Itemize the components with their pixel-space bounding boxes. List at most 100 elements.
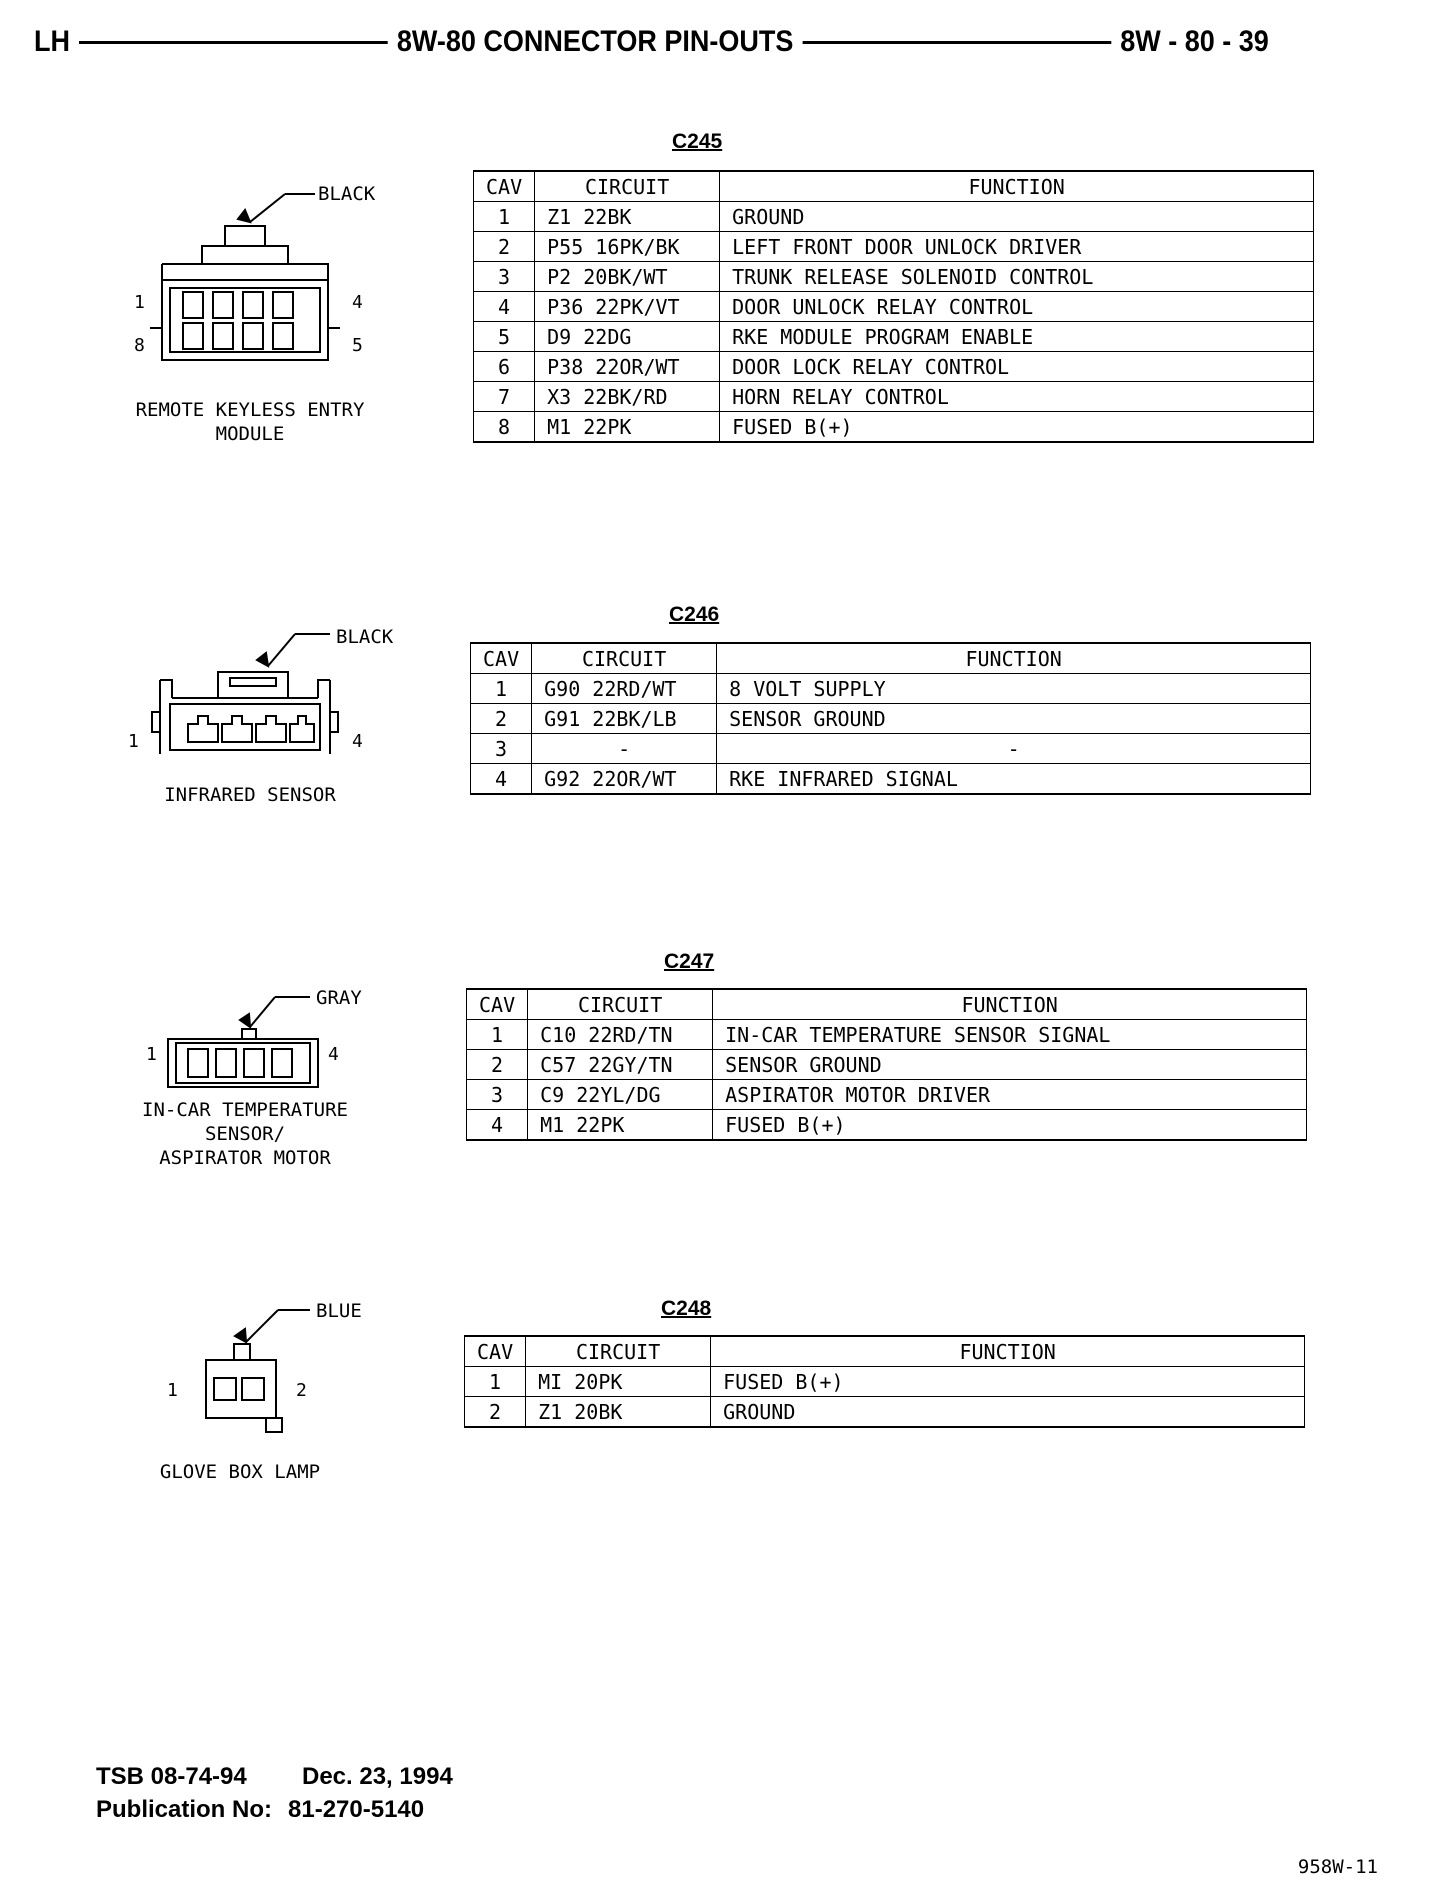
cav-cell: 3: [469, 733, 533, 764]
function-cell: TRUNK RELEASE SOLENOID CONTROL: [719, 261, 1315, 292]
tsb-date: Dec. 23, 1994: [302, 1763, 453, 1790]
connector-color-label: GRAY: [316, 987, 362, 1009]
connector-name: IN-CAR TEMPERATURE SENSOR/ ASPIRATOR MOT…: [142, 1099, 348, 1169]
cav-cell: 2: [463, 1396, 527, 1428]
column-header-circuit: CIRCUIT: [525, 1335, 712, 1367]
function-cell: RKE INFRARED SIGNAL: [716, 763, 1312, 795]
function-cell: FUSED B(+): [710, 1366, 1306, 1397]
cav-cell: 8: [472, 411, 536, 443]
function-cell: SENSOR GROUND: [712, 1049, 1308, 1080]
publication-label: Publication No:: [96, 1796, 272, 1823]
connector-diagram-c245: [150, 193, 340, 361]
cav-cell: 6: [472, 351, 536, 382]
circuit-cell: C10 22RD/TN: [527, 1019, 714, 1050]
tsb-number: TSB 08-74-94: [96, 1763, 247, 1790]
column-header-function: FUNCTION: [712, 988, 1308, 1020]
column-header-cav: CAV: [463, 1335, 527, 1367]
column-header-function: FUNCTION: [710, 1335, 1306, 1367]
column-header-circuit: CIRCUIT: [531, 642, 718, 674]
cav-cell: 4: [469, 763, 533, 795]
cav-cell: 4: [472, 291, 536, 322]
cav-cell: 2: [472, 231, 536, 262]
connector-name: GLOVE BOX LAMP: [159, 1461, 321, 1483]
pin-label: 8: [134, 335, 145, 356]
cav-cell: 2: [469, 703, 533, 734]
page-header: LH 8W-80 CONNECTOR PIN-OUTS 8W - 80 - 39: [34, 22, 1269, 62]
function-cell: LEFT FRONT DOOR UNLOCK DRIVER: [719, 231, 1315, 262]
connector-title: C246: [669, 603, 720, 626]
connector-title: C245: [672, 130, 723, 153]
circuit-cell: P36 22PK/VT: [534, 291, 721, 322]
connector-title: C248: [661, 1297, 712, 1320]
circuit-cell: P38 22OR/WT: [534, 351, 721, 382]
pin-label: 5: [352, 335, 363, 356]
circuit-cell: D9 22DG: [534, 321, 721, 352]
function-cell: -: [716, 733, 1312, 764]
cav-cell: 1: [472, 201, 536, 232]
function-cell: 8 VOLT SUPPLY: [716, 673, 1312, 704]
circuit-cell: -: [531, 733, 718, 764]
header-page-number: 8W - 80 - 39: [1120, 25, 1269, 58]
header-rule-right: [802, 40, 1112, 44]
cav-cell: 4: [465, 1109, 529, 1141]
cav-cell: 2: [465, 1049, 529, 1080]
connector-color-label: BLACK: [336, 626, 394, 648]
pin-label: 1: [134, 292, 145, 313]
connector-diagram-c248: [205, 1309, 310, 1433]
function-cell: GROUND: [710, 1396, 1306, 1428]
connector-diagram-c246: [151, 633, 339, 754]
connector-color-label: BLACK: [318, 183, 376, 205]
function-cell: RKE MODULE PROGRAM ENABLE: [719, 321, 1315, 352]
function-cell: DOOR LOCK RELAY CONTROL: [719, 351, 1315, 382]
circuit-cell: X3 22BK/RD: [534, 381, 721, 412]
cav-cell: 5: [472, 321, 536, 352]
column-header-cav: CAV: [472, 170, 536, 202]
cav-cell: 7: [472, 381, 536, 412]
column-header-cav: CAV: [465, 988, 529, 1020]
connector-color-label: BLUE: [316, 1300, 362, 1322]
connector-diagram-c247: [167, 996, 319, 1088]
cav-cell: 1: [465, 1019, 529, 1050]
figure-code: 958W-11: [1297, 1856, 1378, 1878]
pin-label: 1: [167, 1380, 178, 1401]
header-section-code: LH: [34, 25, 70, 58]
cav-cell: 3: [472, 261, 536, 292]
function-cell: GROUND: [719, 201, 1315, 232]
header-rule-left: [79, 40, 388, 44]
column-header-circuit: CIRCUIT: [534, 170, 721, 202]
pin-label: 4: [352, 292, 363, 313]
column-header-circuit: CIRCUIT: [527, 988, 714, 1020]
connector-title: C247: [664, 950, 715, 973]
column-header-function: FUNCTION: [719, 170, 1315, 202]
function-cell: FUSED B(+): [719, 411, 1315, 443]
pin-label: 1: [146, 1044, 157, 1065]
footer-publication-info: TSB 08-74-94 Dec. 23, 1994 Publication No…: [96, 1760, 453, 1826]
circuit-cell: Z1 22BK: [534, 201, 721, 232]
table-row: 3--: [469, 733, 1312, 764]
circuit-cell: Z1 20BK: [525, 1396, 712, 1428]
publication-number: 81-270-5140: [288, 1796, 425, 1823]
column-header-cav: CAV: [469, 642, 533, 674]
circuit-cell: P55 16PK/BK: [534, 231, 721, 262]
pin-label: 2: [296, 1380, 307, 1401]
circuit-cell: MI 20PK: [525, 1366, 712, 1397]
function-cell: ASPIRATOR MOTOR DRIVER: [712, 1079, 1308, 1110]
function-cell: HORN RELAY CONTROL: [719, 381, 1315, 412]
function-cell: DOOR UNLOCK RELAY CONTROL: [719, 291, 1315, 322]
cav-cell: 3: [465, 1079, 529, 1110]
circuit-cell: G90 22RD/WT: [531, 673, 718, 704]
